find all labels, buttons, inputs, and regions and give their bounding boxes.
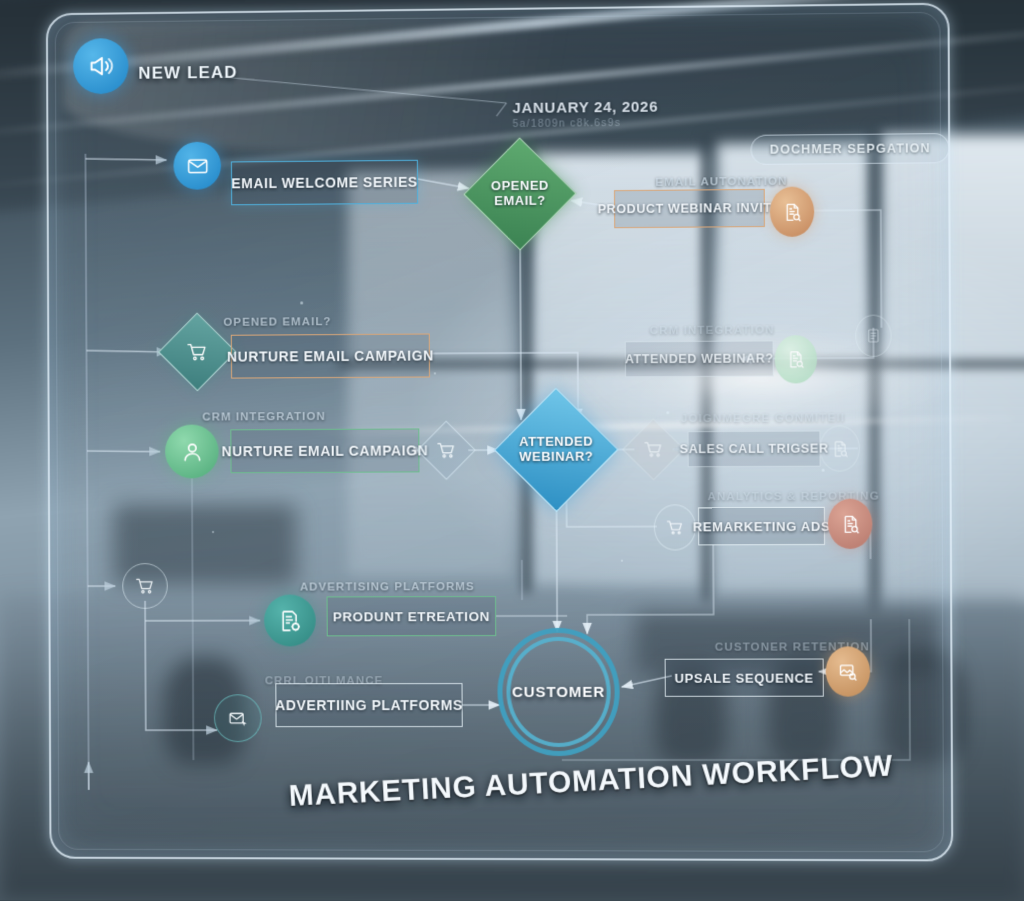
node-attended-webinar-box[interactable]: ATTENDED WEBINAR? [625,340,774,377]
node-label: SALES CALL TRIGSER [680,442,829,457]
node-upsale-sequence[interactable]: UPSALE SEQUENCE [665,659,824,697]
node-label: PRODUNT ETREATION [333,609,490,624]
node-label: UPSALE SEQUENCE [675,670,814,685]
node-label: CUSTOMER [512,683,605,700]
person-icon[interactable] [165,424,219,478]
document-search-icon[interactable] [775,335,818,383]
node-label: PRODUCT WEBINAR INVITN [598,201,782,217]
node-opened-email-decision[interactable]: OPENEDEMAIL? [480,154,560,235]
caption-sales-call-trigger: JOIGNMEGRE GONMITEII [681,412,845,425]
date-text: JANUARY 24, 2026 [512,99,658,117]
node-label: EMAIL WELCOME SERIES [231,174,418,192]
node-label: ATTENDED WEBINAR? [625,351,774,366]
shopping-cart-icon [642,439,664,459]
shopping-cart-icon[interactable] [122,563,168,609]
node-label: REMARKETING ADS [693,518,830,534]
decor-dot [300,301,303,304]
caption-opened-email: OPENED EMAIL? [223,316,331,329]
node-sales-call-trigger[interactable]: SALES CALL TRIGSER [688,431,821,468]
node-label: ATTENDEDWEBINAR? [519,435,593,464]
node-attended-webinar-decision[interactable]: ATTENDEDWEBINAR? [512,406,601,494]
customer-segmentation-badge[interactable]: DOCHMER SEPGATION [751,133,950,165]
node-product-webinar-invite[interactable]: PRODUCT WEBINAR INVITN [614,189,765,228]
shopping-cart-icon [185,341,209,363]
envelope-icon[interactable] [173,142,221,190]
node-nurture-email-campaign-2[interactable]: NURTURE EMAIL CAMPAIGN [230,428,419,473]
node-label: NURTURE EMAIL CAMPAIGN [227,347,434,364]
envelope-click-icon[interactable] [214,694,262,742]
node-label: NURTURE EMAIL CAMPAIGN [222,442,429,459]
date-subtitle: 5a/1809n c8k.6s9s [512,117,658,130]
date-block: JANUARY 24, 2026 5a/1809n c8k.6s9s [512,99,658,130]
shopping-cart-icon [435,440,457,460]
megaphone-icon[interactable] [73,38,129,94]
caption-crm-integration-right: CRM INTEGRATION [650,324,775,337]
image-search-icon[interactable] [826,646,871,696]
cart-diamond-2[interactable] [425,429,467,471]
node-remarketing-ads[interactable]: REMARKETING ADS [698,507,825,546]
document-search-icon[interactable] [770,186,815,237]
node-label: ADVERTIING PLATFORMS [275,697,463,713]
node-label: OPENEDEMAIL? [491,179,549,209]
decor-dot [621,560,623,562]
document-search-icon[interactable] [828,499,873,549]
node-advertising-platforms[interactable]: ADVERTIING PLATFORMS [275,683,462,727]
document-search-icon[interactable] [819,425,860,471]
decor-dot [434,372,436,374]
decor-dot [822,469,825,472]
caption-advertising-platforms: ADVERTISING PLATFORMS [300,581,475,593]
caption-email-automation: EMAIL AUTONATION [655,176,787,189]
cart-diamond-3[interactable] [631,427,675,471]
node-customer[interactable]: CUSTOMER [497,628,620,756]
decor-dot [666,411,669,414]
decor-dot [212,531,214,533]
node-email-welcome-series[interactable]: EMAIL WELCOME SERIES [231,160,418,205]
start-node-label: NEW LEAD [138,63,237,84]
document-icon [842,599,843,600]
caption-crm-integration: CRM INTEGRATION [202,411,325,424]
node-nurture-email-campaign-1[interactable]: NURTURE EMAIL CAMPAIGN [231,334,430,379]
document-icon [855,315,892,357]
shopping-cart-icon[interactable] [654,504,696,550]
cart-diamond-1[interactable] [169,324,225,380]
document-gear-icon[interactable] [264,594,316,646]
node-product-creation[interactable]: PRODUNT ETREATION [327,596,497,636]
